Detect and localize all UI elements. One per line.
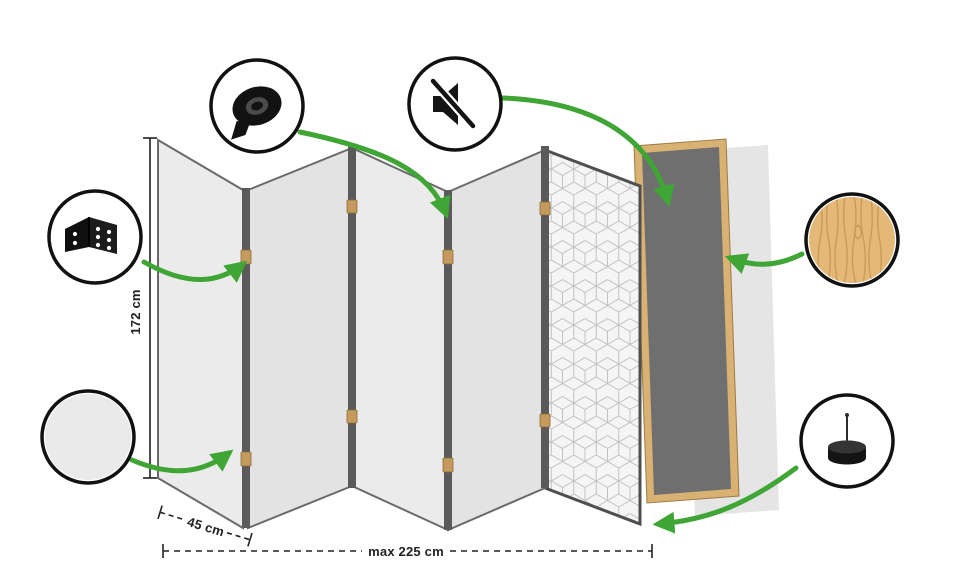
callout-arrows <box>129 95 805 534</box>
framed-dark-panel <box>633 138 740 504</box>
panel-2 <box>247 146 353 530</box>
sound-off-icon <box>429 78 477 129</box>
panel-joint-edge <box>242 188 250 528</box>
panel-4 <box>447 148 546 532</box>
panel-joint-edge <box>444 190 452 530</box>
panel-joint-edge <box>348 146 356 488</box>
fabric-texture-icon <box>45 394 131 480</box>
wood-texture-icon <box>809 197 895 283</box>
felt-pad-icon <box>828 413 866 465</box>
wood-badge <box>804 192 900 288</box>
dimension-height <box>143 137 157 479</box>
arrow-wood-to-frame <box>724 251 805 274</box>
hinge-icon <box>65 217 117 254</box>
wooden-hinges <box>240 199 551 473</box>
pattern-panel <box>543 147 642 527</box>
arrow-tape-to-joint <box>297 129 451 220</box>
fabric-badge <box>40 389 136 485</box>
dark-face <box>642 147 731 495</box>
arrow-fabric-to-panel <box>129 449 234 474</box>
sound-off-badge <box>407 56 503 152</box>
panel-joint-edge <box>541 146 549 488</box>
height-label: 172 cm <box>128 289 143 334</box>
arrow-felt-to-base <box>652 465 799 534</box>
hinge-badge <box>47 189 143 285</box>
tape-badge <box>209 58 305 154</box>
adhesive-tape-icon <box>231 86 282 140</box>
arrow-hinge-to-joint <box>141 259 248 283</box>
folding-screen <box>157 138 779 532</box>
felt-pad-badge <box>799 393 895 489</box>
panel-3 <box>351 146 449 532</box>
max-width-label: max 225 cm <box>368 544 444 559</box>
arrow-mute-to-panel <box>500 95 675 208</box>
panel-width-label: 45 cm <box>186 514 227 539</box>
dimension-max-width: max 225 cm <box>162 544 653 559</box>
